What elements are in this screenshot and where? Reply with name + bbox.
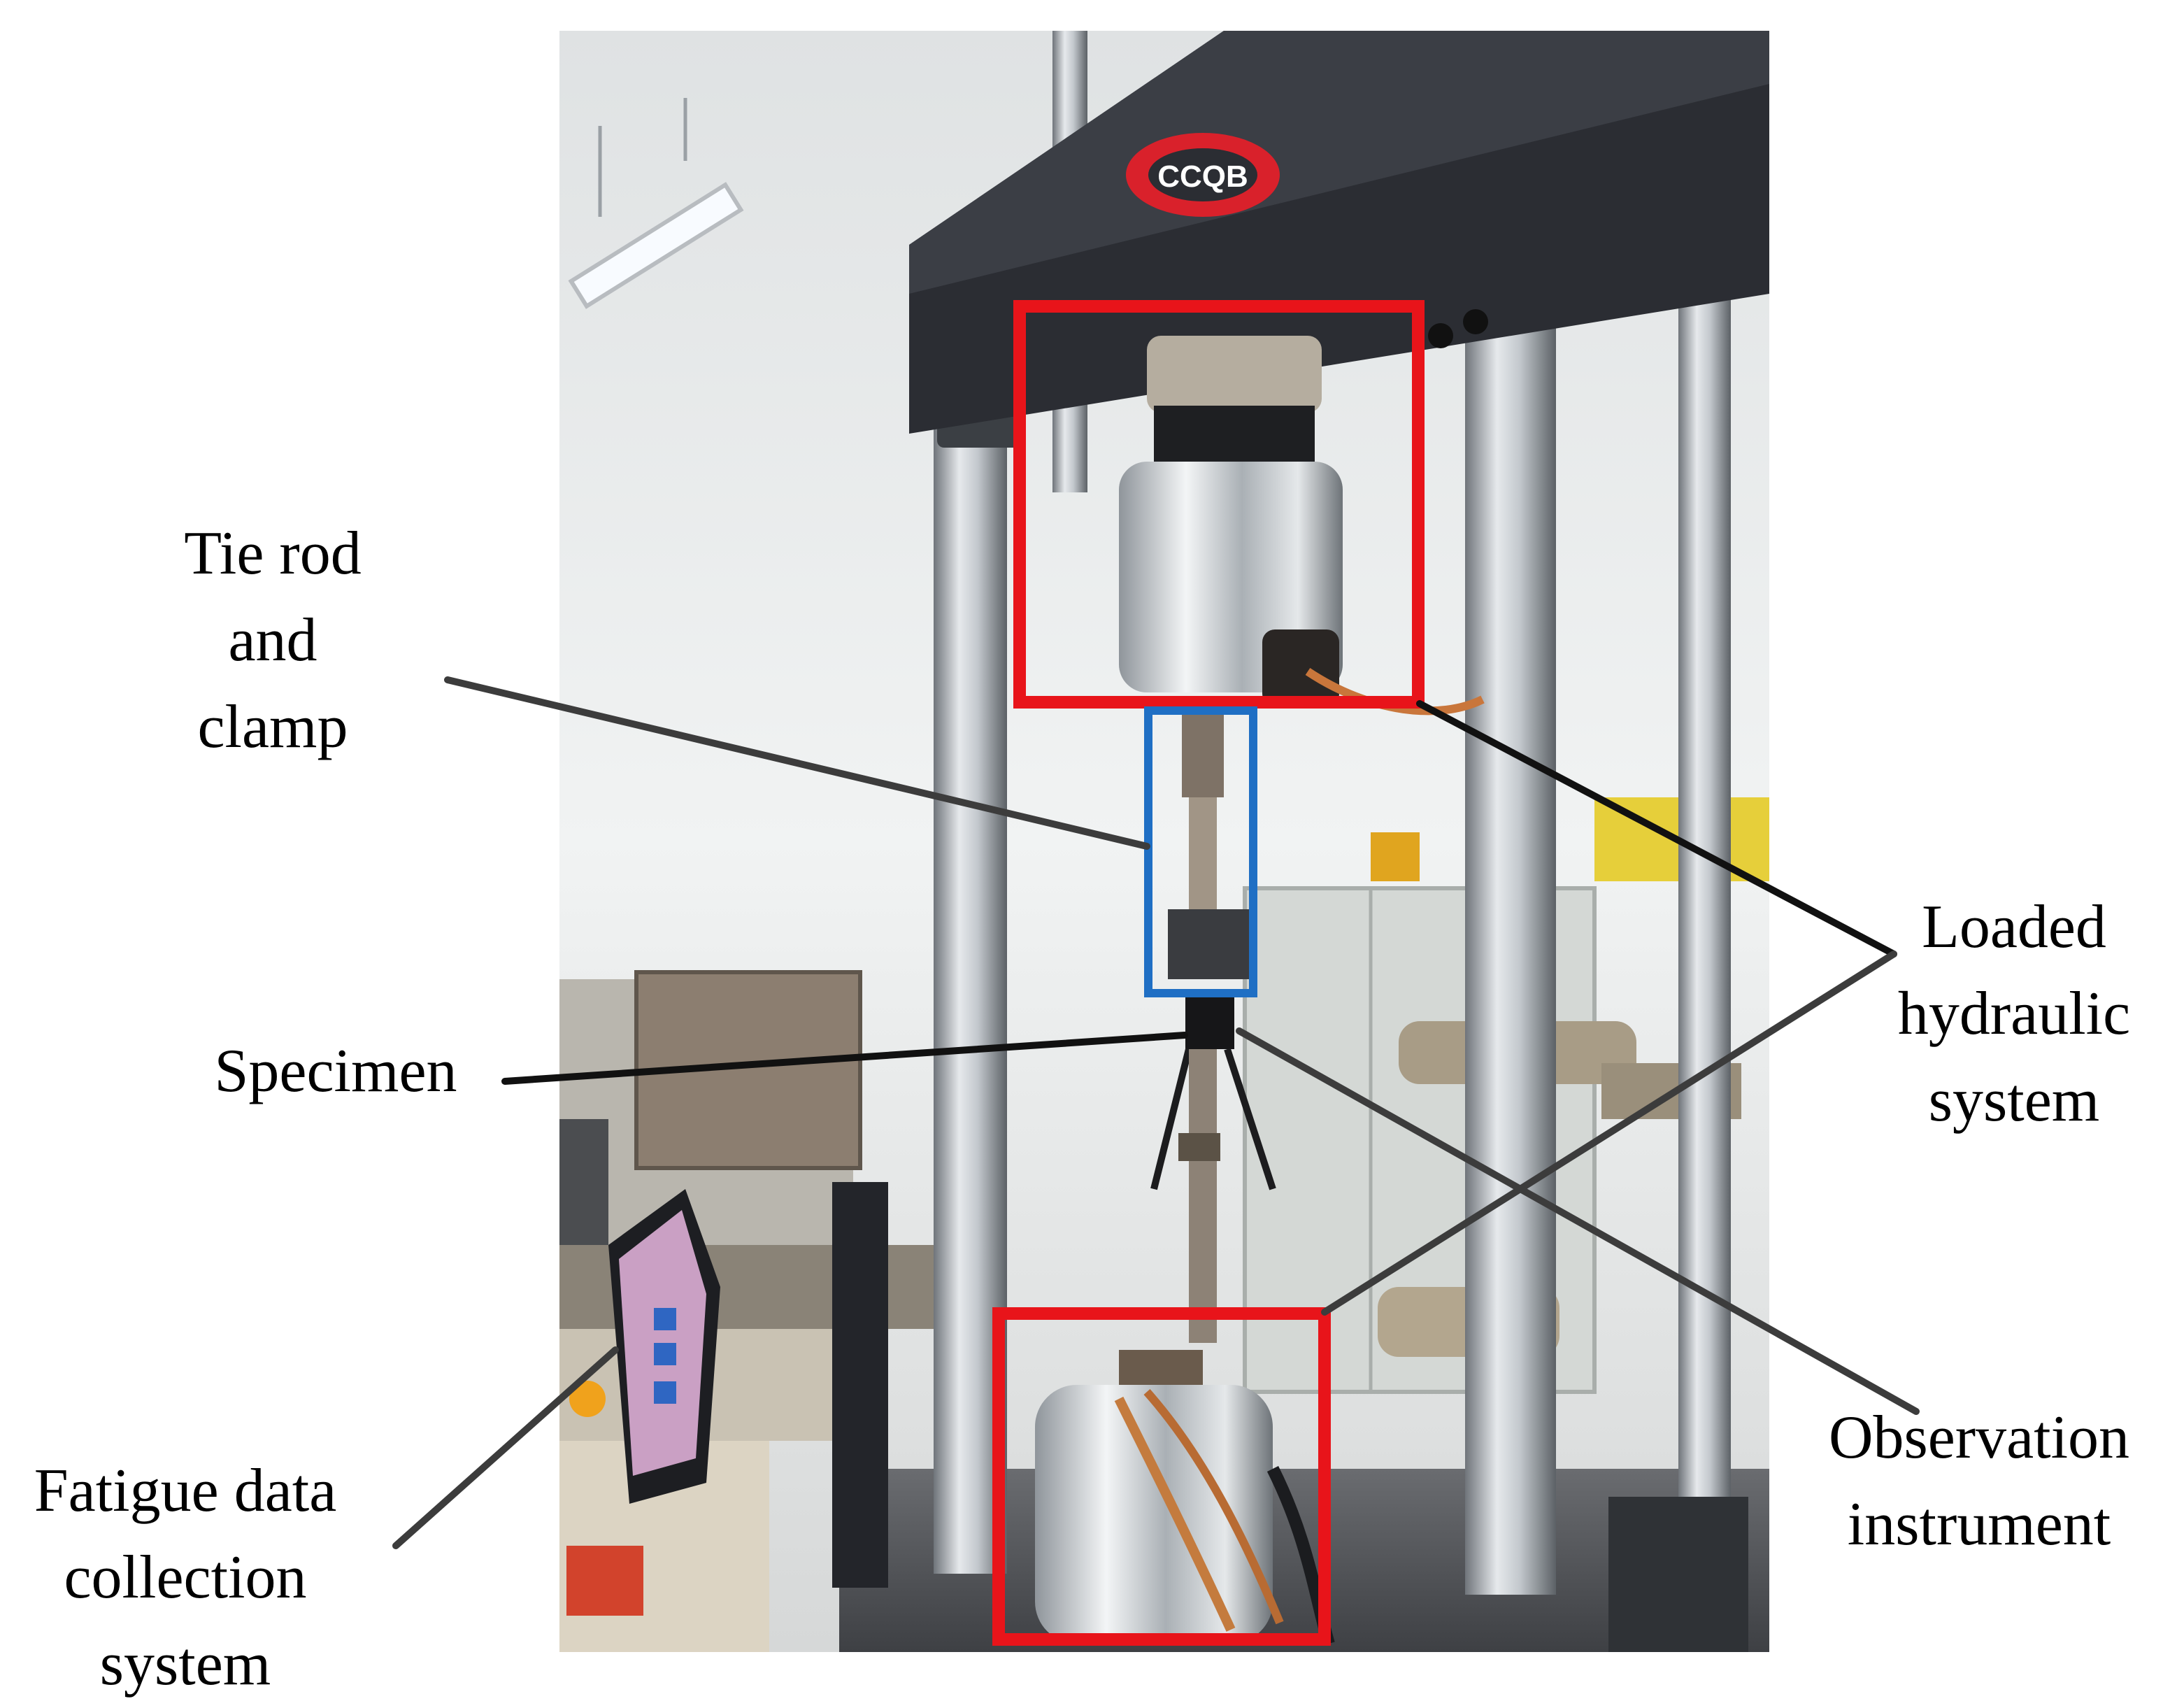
fatigue-data-collection-label: Fatigue data collection system <box>0 1448 371 1708</box>
leader-lines <box>392 676 1920 1549</box>
specimen-line-1: Specimen <box>214 1037 457 1105</box>
fatigue-line-3: system <box>99 1630 271 1698</box>
loaded-hydraulic-lower-box <box>992 1307 1331 1646</box>
specimen-leader <box>501 1032 1188 1085</box>
loaded-line-1: Loaded <box>1922 893 2106 961</box>
loaded-hydraulic-upper-box <box>1013 300 1425 709</box>
loaded-leader-lower <box>1321 951 1897 1316</box>
loaded-leader-upper <box>1416 700 1897 958</box>
loaded-hydraulic-system-label: Loaded hydraulic system <box>1860 884 2168 1144</box>
observation-line-2: instrument <box>1847 1490 2111 1558</box>
tie-rod-clamp-box <box>1144 706 1257 997</box>
observation-leader <box>1236 1027 1920 1415</box>
fatigue-leader <box>392 1346 619 1549</box>
observation-instrument-label: Observation instrument <box>1797 1395 2161 1568</box>
tie-rod-leader <box>444 676 1150 850</box>
tie-rod-line-1: Tie rod <box>184 520 362 588</box>
specimen-label: Specimen <box>168 1028 504 1115</box>
machine-logo: CCQB <box>1126 133 1280 217</box>
logo-text: CCQB <box>1157 159 1248 194</box>
tie-rod-line-3: clamp <box>197 693 348 761</box>
observation-line-1: Observation <box>1828 1404 2130 1472</box>
loaded-line-2: hydraulic <box>1897 980 2131 1048</box>
tie-rod-line-2: and <box>228 606 317 674</box>
monitor <box>569 1189 720 1504</box>
loaded-line-3: system <box>1928 1067 2100 1134</box>
photo: CCQB <box>559 31 1769 1652</box>
fatigue-line-2: collection <box>64 1544 307 1611</box>
tie-rod-clamp-label: Tie rod and clamp <box>133 511 413 771</box>
fatigue-line-1: Fatigue data <box>34 1457 337 1525</box>
